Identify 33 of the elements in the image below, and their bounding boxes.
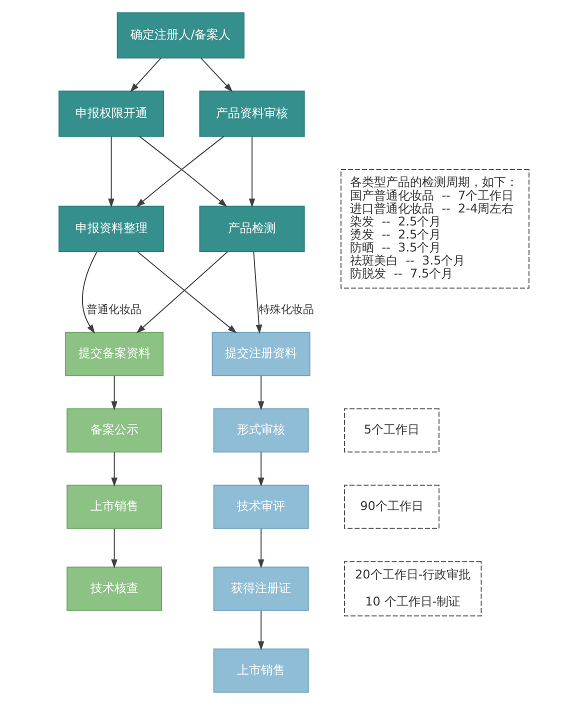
arrow <box>253 252 262 334</box>
arrow <box>82 251 98 334</box>
node-box: 获得注册证 <box>213 566 309 611</box>
arrow <box>111 376 118 410</box>
arrow <box>258 528 264 568</box>
arrow <box>258 376 264 410</box>
node-box: 5个工作日 <box>344 408 440 453</box>
arrow <box>111 452 118 487</box>
arrow <box>248 136 256 208</box>
node-box: 技术核查 <box>66 566 162 611</box>
edge-label: 特殊化妆品 <box>259 303 314 316</box>
node-box: 提交备案资料 <box>65 332 164 376</box>
node-box: 申报权限开通 <box>58 90 164 137</box>
node-box: 备案公示 <box>66 408 162 453</box>
node-box: 各类型产品的检测周期，如下： 国产普通化妆品 -- 7个工作日 进口普通化妆品 -- 2-4周左右 染发 -- 2.5个月 烫发 -- 2.5个月 防晒 -- 3.5个月 祛斑美白 -- 3.5个月 防脱发 -- 7.5个月 <box>340 169 530 289</box>
arrow <box>258 452 264 487</box>
node-box: 90个工作日 <box>344 484 440 529</box>
node-box: 上市销售 <box>66 484 162 529</box>
arrow <box>130 58 162 92</box>
arrow <box>200 58 233 92</box>
node-box: 提交注册资料 <box>212 332 310 376</box>
arrow <box>258 610 264 650</box>
node-box: 确定注册人/备案人 <box>116 12 244 58</box>
node-box: 形式审核 <box>213 408 309 453</box>
edge-label: 普通化妆品 <box>86 303 142 316</box>
node-box: 技术审评 <box>213 484 309 529</box>
node-box: 20个工作日-行政审批 10 个工作日-制证 <box>344 561 482 616</box>
node-box: 产品资料审核 <box>199 90 305 137</box>
node-box: 产品检测 <box>199 206 305 252</box>
node-box: 上市销售 <box>213 648 309 693</box>
node-box: 申报资料整理 <box>58 206 164 252</box>
arrow <box>111 528 118 568</box>
arrow <box>108 136 114 208</box>
